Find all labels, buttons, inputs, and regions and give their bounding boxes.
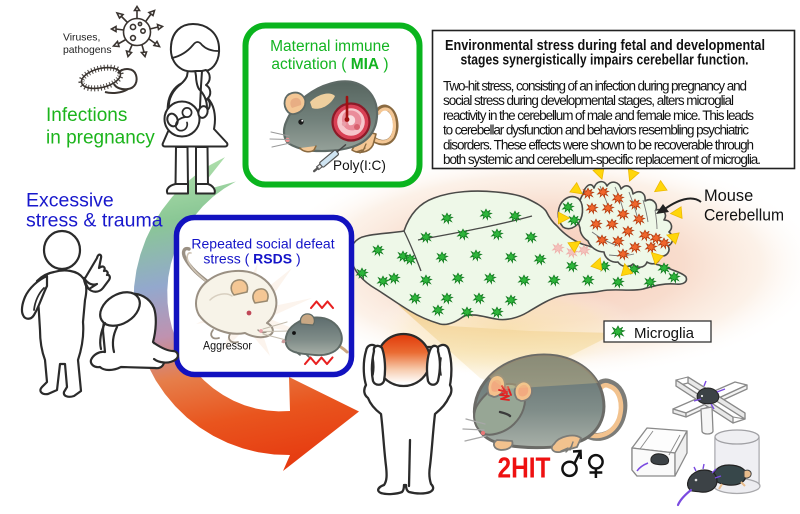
svg-text:to cerebellar dysfunction and: to cerebellar dysfunction and behaviors …	[443, 123, 749, 138]
svg-text:Aggressor: Aggressor	[203, 339, 252, 353]
svg-text:both systemic and cerebellum-s: both systemic and cerebellum-specific re…	[443, 152, 761, 167]
svg-text:reactivity in the cerebellum o: reactivity in the cerebellum of male and…	[443, 108, 754, 123]
svg-text:social stress during developme: social stress during developmental stage…	[443, 93, 734, 108]
svg-text:Maternal immune: Maternal immune	[270, 38, 390, 55]
svg-text:Cerebellum: Cerebellum	[704, 207, 784, 225]
svg-text:2HIT: 2HIT	[498, 453, 551, 485]
svg-text:stress & trauma: stress & trauma	[26, 210, 163, 232]
svg-text:Poly(I:C): Poly(I:C)	[333, 158, 386, 173]
svg-text:Environmental stress during fe: Environmental stress during fetal and de…	[445, 38, 765, 54]
svg-text:activation ( MIA ): activation ( MIA )	[271, 56, 388, 73]
svg-text:pathogens: pathogens	[63, 45, 112, 56]
svg-text:disorders. These effects were: disorders. These effects were shown to b…	[443, 137, 754, 152]
svg-text:in pregnancy: in pregnancy	[46, 128, 155, 149]
svg-text:stages synergistically impairs: stages synergistically impairs cerebella…	[461, 53, 749, 69]
svg-text:Microglia: Microglia	[634, 325, 695, 342]
svg-text:stress ( RSDS ): stress ( RSDS )	[203, 251, 300, 267]
svg-text:Excessive: Excessive	[26, 190, 114, 212]
svg-text:Mouse: Mouse	[704, 187, 753, 205]
svg-text:Two-hit stress, consisting of: Two-hit stress, consisting of an infecti…	[443, 79, 747, 94]
svg-text:Repeated social defeat: Repeated social defeat	[191, 236, 334, 252]
svg-text:Infections: Infections	[46, 105, 127, 126]
svg-text:Viruses,: Viruses,	[63, 33, 100, 44]
